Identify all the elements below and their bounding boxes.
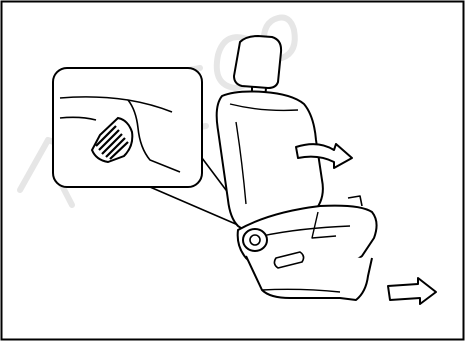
- recline-lever: [243, 229, 267, 251]
- headrest: [234, 36, 281, 88]
- seat-base: [246, 256, 372, 300]
